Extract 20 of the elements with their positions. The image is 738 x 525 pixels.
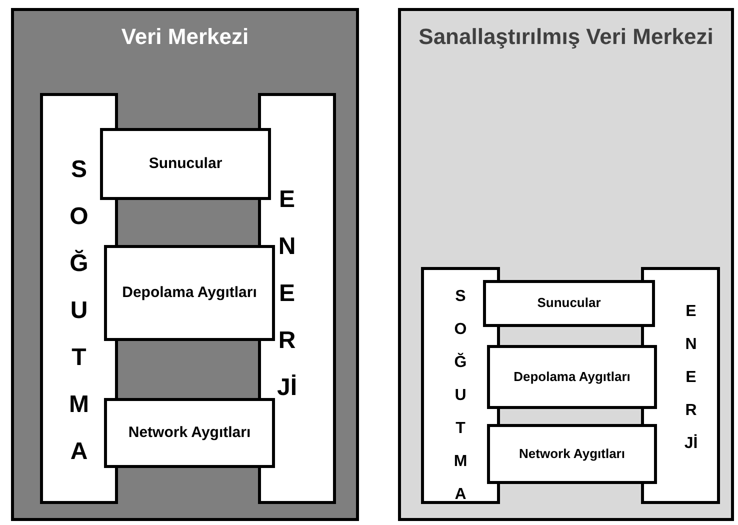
component-box (487, 424, 657, 484)
panel-background (398, 8, 734, 521)
vertical-label: SOĞUTMA (452, 287, 468, 505)
panel-background (11, 8, 359, 521)
vertical-label: ENERJİ (683, 302, 699, 454)
box-label: Sunucular (148, 154, 222, 174)
box-label: Sunucular (537, 295, 601, 312)
box-label: Depolama Aygıtları (122, 283, 257, 303)
component-box (104, 398, 275, 468)
component-box (100, 128, 271, 200)
vertical-label: SOĞUTMA (68, 155, 90, 467)
component-box (104, 245, 275, 341)
vertical-label: ENERJİ (276, 185, 298, 403)
panel-title: Veri Merkezi (120, 23, 250, 51)
component-box (483, 280, 655, 327)
box-label: Network Aygıtları (128, 423, 251, 443)
panel-title: Sanallaştırılmış Veri Merkezi (418, 23, 714, 51)
box-label: Depolama Aygıtları (514, 368, 630, 386)
component-box (487, 345, 657, 409)
box-label: Network Aygıtları (519, 446, 625, 462)
